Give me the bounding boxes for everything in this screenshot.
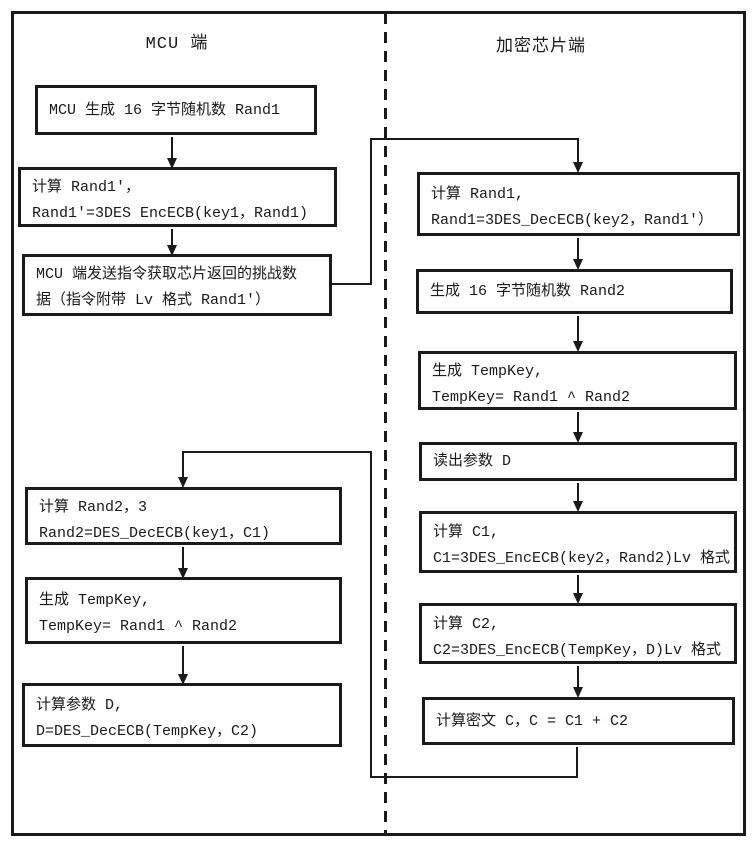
arrowhead bbox=[573, 341, 583, 352]
column-header-mcu: MCU 端 bbox=[145, 35, 209, 54]
box-text: 计算 Rand1, bbox=[431, 186, 525, 203]
box-text: 计算 Rand1'， bbox=[32, 179, 141, 196]
arrowhead bbox=[178, 674, 188, 685]
box-text: C2=3DES_EncECB(TempKey，D)Lv 格式 bbox=[433, 642, 722, 659]
arrowhead bbox=[573, 432, 583, 443]
box-text: 计算 Rand2，3 bbox=[39, 499, 148, 516]
box-text: 据（指令附带 Lv 格式 Rand1'） bbox=[36, 292, 271, 309]
connector-mcu-to-chip bbox=[332, 138, 579, 285]
box-text: 生成 TempKey, bbox=[432, 363, 544, 380]
flow-box-send-challenge-cmd: MCU 端发送指令获取芯片返回的挑战数 据（指令附带 Lv 格式 Rand1'） bbox=[22, 254, 332, 316]
arrowhead bbox=[167, 245, 177, 256]
flow-box-chip-gen-tempkey: 生成 TempKey, TempKey= Rand1 ^ Rand2 bbox=[418, 351, 737, 410]
flow-box-read-param-d: 读出参数 D bbox=[419, 442, 737, 481]
flow-box-calc-rand2: 计算 Rand2，3 Rand2=DES_DecECB(key1，C1) bbox=[25, 487, 342, 545]
outer-border bbox=[11, 11, 746, 836]
box-text: D=DES_DecECB(TempKey，C2) bbox=[36, 723, 259, 740]
flow-box-chip-calc-rand1: 计算 Rand1, Rand1=3DES_DecECB(key2，Rand1'） bbox=[417, 172, 740, 236]
connector-chip-to-mcu bbox=[182, 451, 578, 778]
flow-box-mcu-gen-rand1: MCU 生成 16 字节随机数 Rand1 bbox=[35, 85, 317, 135]
arrowhead bbox=[573, 259, 583, 270]
box-text: 生成 16 字节随机数 Rand2 bbox=[430, 283, 626, 300]
arrowhead bbox=[573, 687, 583, 698]
arrowhead bbox=[178, 477, 188, 488]
flow-box-calc-param-d: 计算参数 D, D=DES_DecECB(TempKey，C2) bbox=[22, 683, 342, 747]
box-text: 计算参数 D, bbox=[36, 697, 124, 714]
flow-box-calc-ciphertext-c: 计算密文 C，C = C1 + C2 bbox=[422, 697, 735, 745]
box-text: TempKey= Rand1 ^ Rand2 bbox=[39, 618, 238, 635]
flow-box-calc-c1: 计算 C1, C1=3DES_EncECB(key2，Rand2)Lv 格式 bbox=[419, 511, 737, 573]
arrowhead bbox=[178, 568, 188, 579]
arrowhead bbox=[167, 158, 177, 169]
box-text: Rand1=3DES_DecECB(key2，Rand1'） bbox=[431, 212, 714, 229]
box-text: TempKey= Rand1 ^ Rand2 bbox=[432, 389, 631, 406]
arrowhead bbox=[573, 593, 583, 604]
box-text: C1=3DES_EncECB(key2，Rand2)Lv 格式 bbox=[433, 550, 731, 567]
flow-box-calc-rand1p: 计算 Rand1'， Rand1'=3DES EncECB(key1，Rand1… bbox=[18, 167, 337, 227]
arrowhead bbox=[573, 501, 583, 512]
box-text: 生成 TempKey, bbox=[39, 592, 151, 609]
flow-box-chip-gen-rand2: 生成 16 字节随机数 Rand2 bbox=[416, 269, 733, 314]
box-text: MCU 生成 16 字节随机数 Rand1 bbox=[49, 101, 281, 119]
box-text: 计算密文 C，C = C1 + C2 bbox=[436, 712, 629, 730]
connector-group bbox=[171, 137, 579, 778]
box-text: Rand1'=3DES EncECB(key1，Rand1) bbox=[32, 205, 309, 222]
box-text: Rand2=DES_DecECB(key1，C1) bbox=[39, 525, 271, 542]
box-text: 计算 C2, bbox=[433, 616, 500, 633]
column-header-chip: 加密芯片端 bbox=[496, 38, 586, 57]
arrowheads bbox=[167, 158, 583, 698]
box-text: 计算 C1, bbox=[433, 524, 500, 541]
flow-box-calc-c2: 计算 C2, C2=3DES_EncECB(TempKey，D)Lv 格式 bbox=[419, 603, 737, 664]
box-text: 读出参数 D bbox=[433, 453, 512, 470]
flow-box-mcu-gen-tempkey: 生成 TempKey, TempKey= Rand1 ^ Rand2 bbox=[25, 577, 342, 644]
box-text: MCU 端发送指令获取芯片返回的挑战数 bbox=[36, 266, 298, 283]
arrowhead bbox=[573, 162, 583, 173]
